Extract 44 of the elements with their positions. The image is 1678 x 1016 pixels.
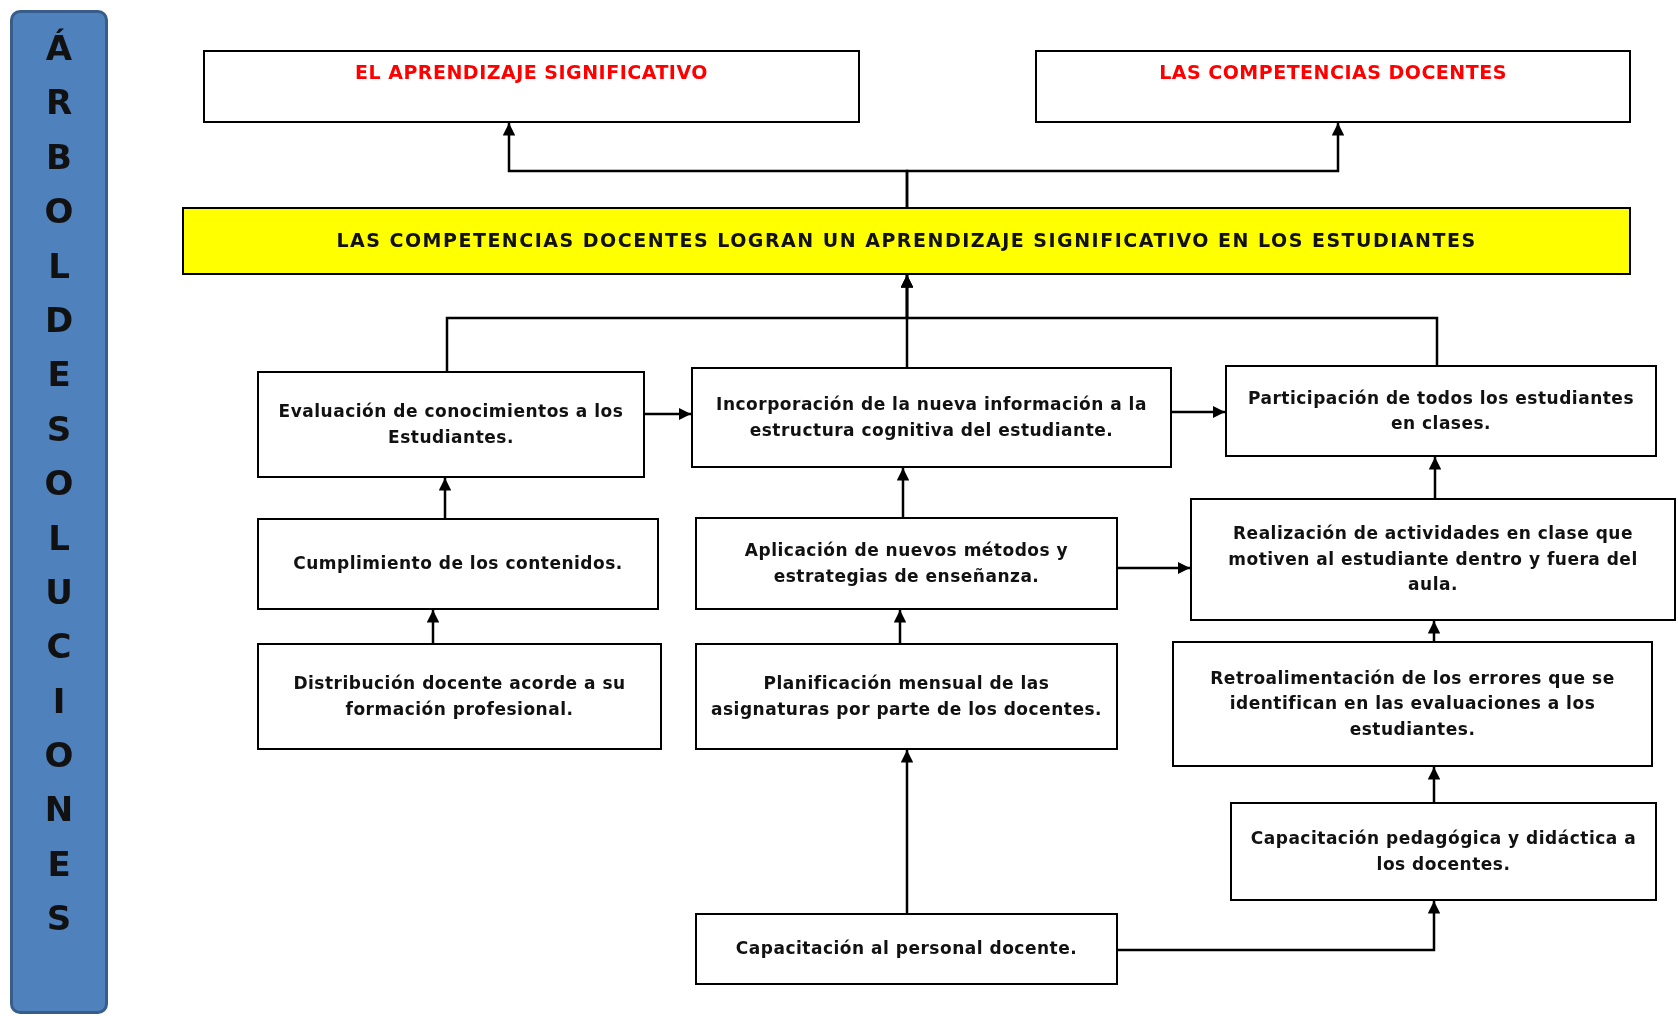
arrow [896, 468, 910, 517]
solution-box [1230, 802, 1657, 901]
solution-box [1190, 498, 1676, 621]
box-text: Realización de actividades en clase que motiven al estudiante dentro y fuera del aula. [1227, 522, 1639, 597]
arrow [900, 750, 914, 913]
box-text: Distribución docente acorde a su formación profesional. [292, 672, 627, 721]
box-text: Cumplimiento de los contenidos. [293, 552, 623, 576]
arrow [1118, 901, 1441, 952]
arrow [1172, 405, 1225, 419]
vertical-title: ÁRBOL DE SOLUCIONES [43, 27, 75, 941]
solution-box [691, 367, 1172, 468]
box-text: Evaluación de conocimientos a los Estudiantes. [277, 400, 625, 449]
solution-box [257, 371, 645, 478]
box-text: Incorporación de la nueva información a la estructura cognitiva del estudiante. [715, 393, 1148, 442]
box-text: EL APRENDIZAJE SIGNIFICATIVO [355, 60, 708, 85]
arrow [900, 275, 1439, 365]
arrow [1428, 457, 1442, 498]
box-text: Capacitación al personal docente. [735, 937, 1078, 961]
solution-box [695, 913, 1118, 985]
solution-box [257, 643, 662, 750]
solution-box [1225, 365, 1657, 457]
arrow [645, 407, 691, 421]
arrow [1427, 767, 1441, 802]
solution-box [257, 518, 659, 610]
arrow [905, 123, 1345, 207]
box-text: LAS COMPETENCIAS DOCENTES [1159, 60, 1507, 85]
solution-box [695, 517, 1118, 610]
arrow [1118, 561, 1190, 575]
box-text: Participación de todos los estudiantes en clases. [1246, 386, 1635, 435]
arrow [893, 610, 907, 643]
goal-box [182, 207, 1631, 275]
box-text: Aplicación de nuevos métodos y estrategias de enseñanza. [743, 539, 1070, 588]
box-text: Capacitación pedagógica y didáctica a los docentes. [1249, 827, 1638, 876]
arrow [426, 610, 440, 643]
box-text: Planificación mensual de las asignaturas por parte de los docentes. [710, 672, 1103, 721]
arrow [1427, 621, 1441, 641]
title-band [10, 10, 108, 1014]
solution-box [1172, 641, 1653, 767]
solution-box [695, 643, 1118, 750]
box-text: Retroalimentación de los errores que se identifican en las evaluaciones a los estudiantes. [1209, 666, 1616, 741]
box-text: LAS COMPETENCIAS DOCENTES LOGRAN UN APRENDIZAJE SIGNIFICATIVO EN LOS ESTUDIANTES [336, 229, 1477, 253]
result-box [203, 50, 860, 123]
result-box [1035, 50, 1631, 123]
arrow [438, 478, 452, 518]
